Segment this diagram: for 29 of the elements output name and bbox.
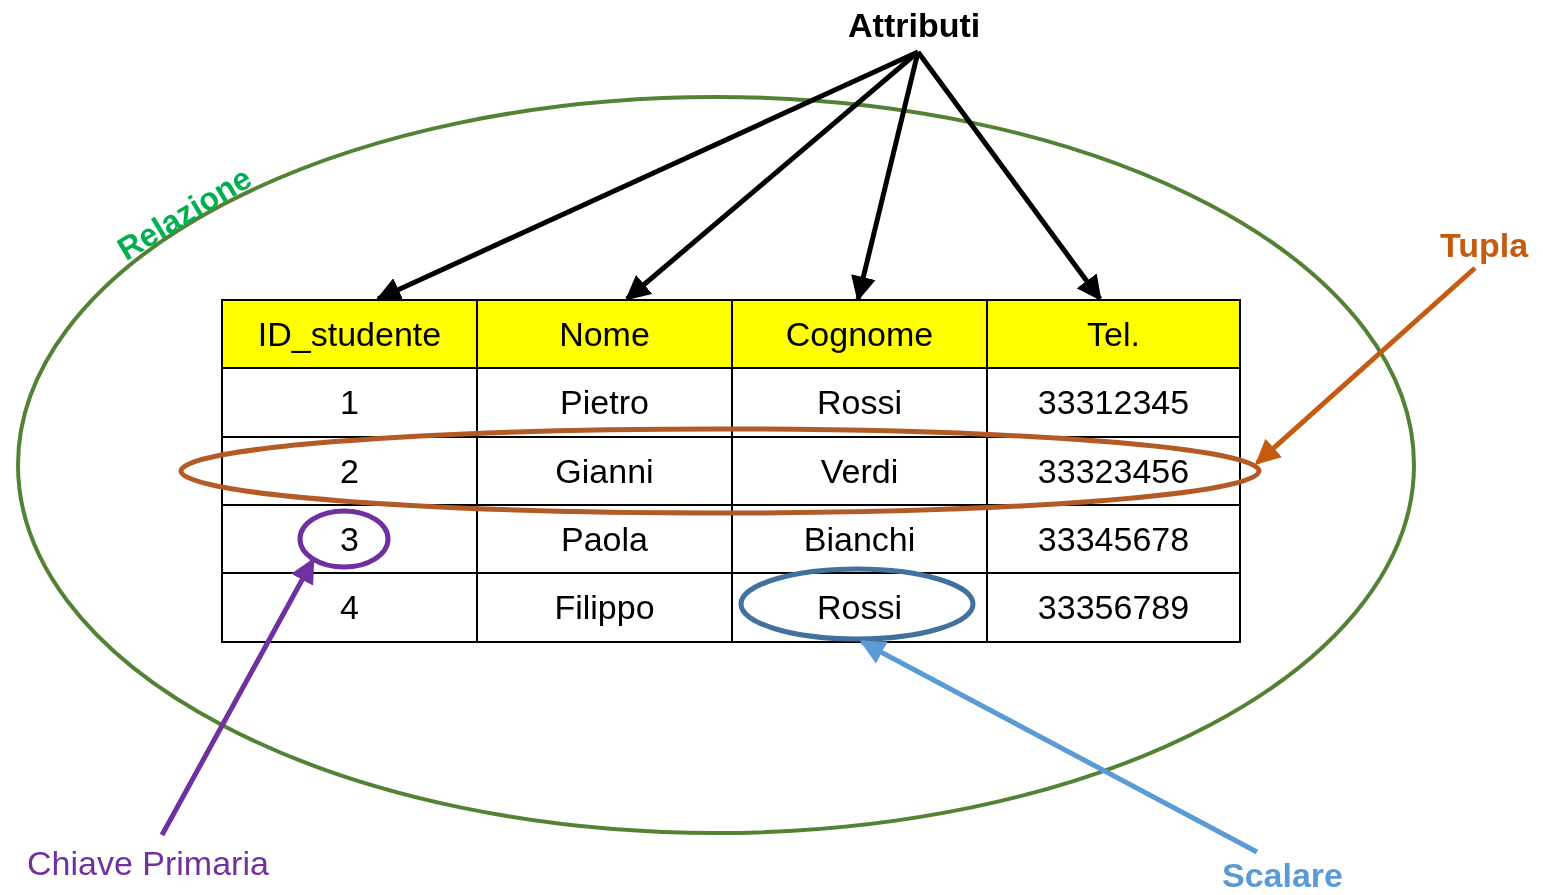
table-cell-text: 3 [340,519,359,559]
table-cell-text: 33345678 [1037,519,1190,559]
table-cell-text: Verdi [820,451,899,491]
table-cell-text: Pietro [560,383,649,422]
annotation-label: Tupla [1440,228,1529,262]
table-cell-text: 2 [340,451,359,491]
header-cell: ID_studente [221,299,478,369]
table-cell-text: Bianchi [803,519,916,559]
annotation-label: Scalare [1222,858,1343,892]
table-cell-text: 1 [340,383,359,422]
table-cell-text: 4 [340,588,359,627]
annotation-label: Chiave Primaria [27,846,269,880]
table-cell-text: 33312345 [1037,383,1190,422]
table-cell-text: Gianni [555,451,654,491]
arrow [625,50,920,301]
table-cell-text: 33356789 [1037,588,1190,627]
table-cell-text: 33323456 [1037,451,1190,491]
header-cell: Cognome [731,299,988,369]
table-cell-text: Paola [561,519,648,559]
arrow [1255,266,1477,465]
table-cell-text: Filippo [554,588,655,627]
arrow [916,50,1102,301]
heading-label: Attributi [848,8,981,42]
table-cell-text: Rossi [817,383,902,422]
header-cell: Nome [476,299,733,369]
table-cell-text: Rossi [817,588,902,627]
header-cell: Tel. [986,299,1241,369]
arrow [859,639,1259,855]
arrow [159,557,316,837]
